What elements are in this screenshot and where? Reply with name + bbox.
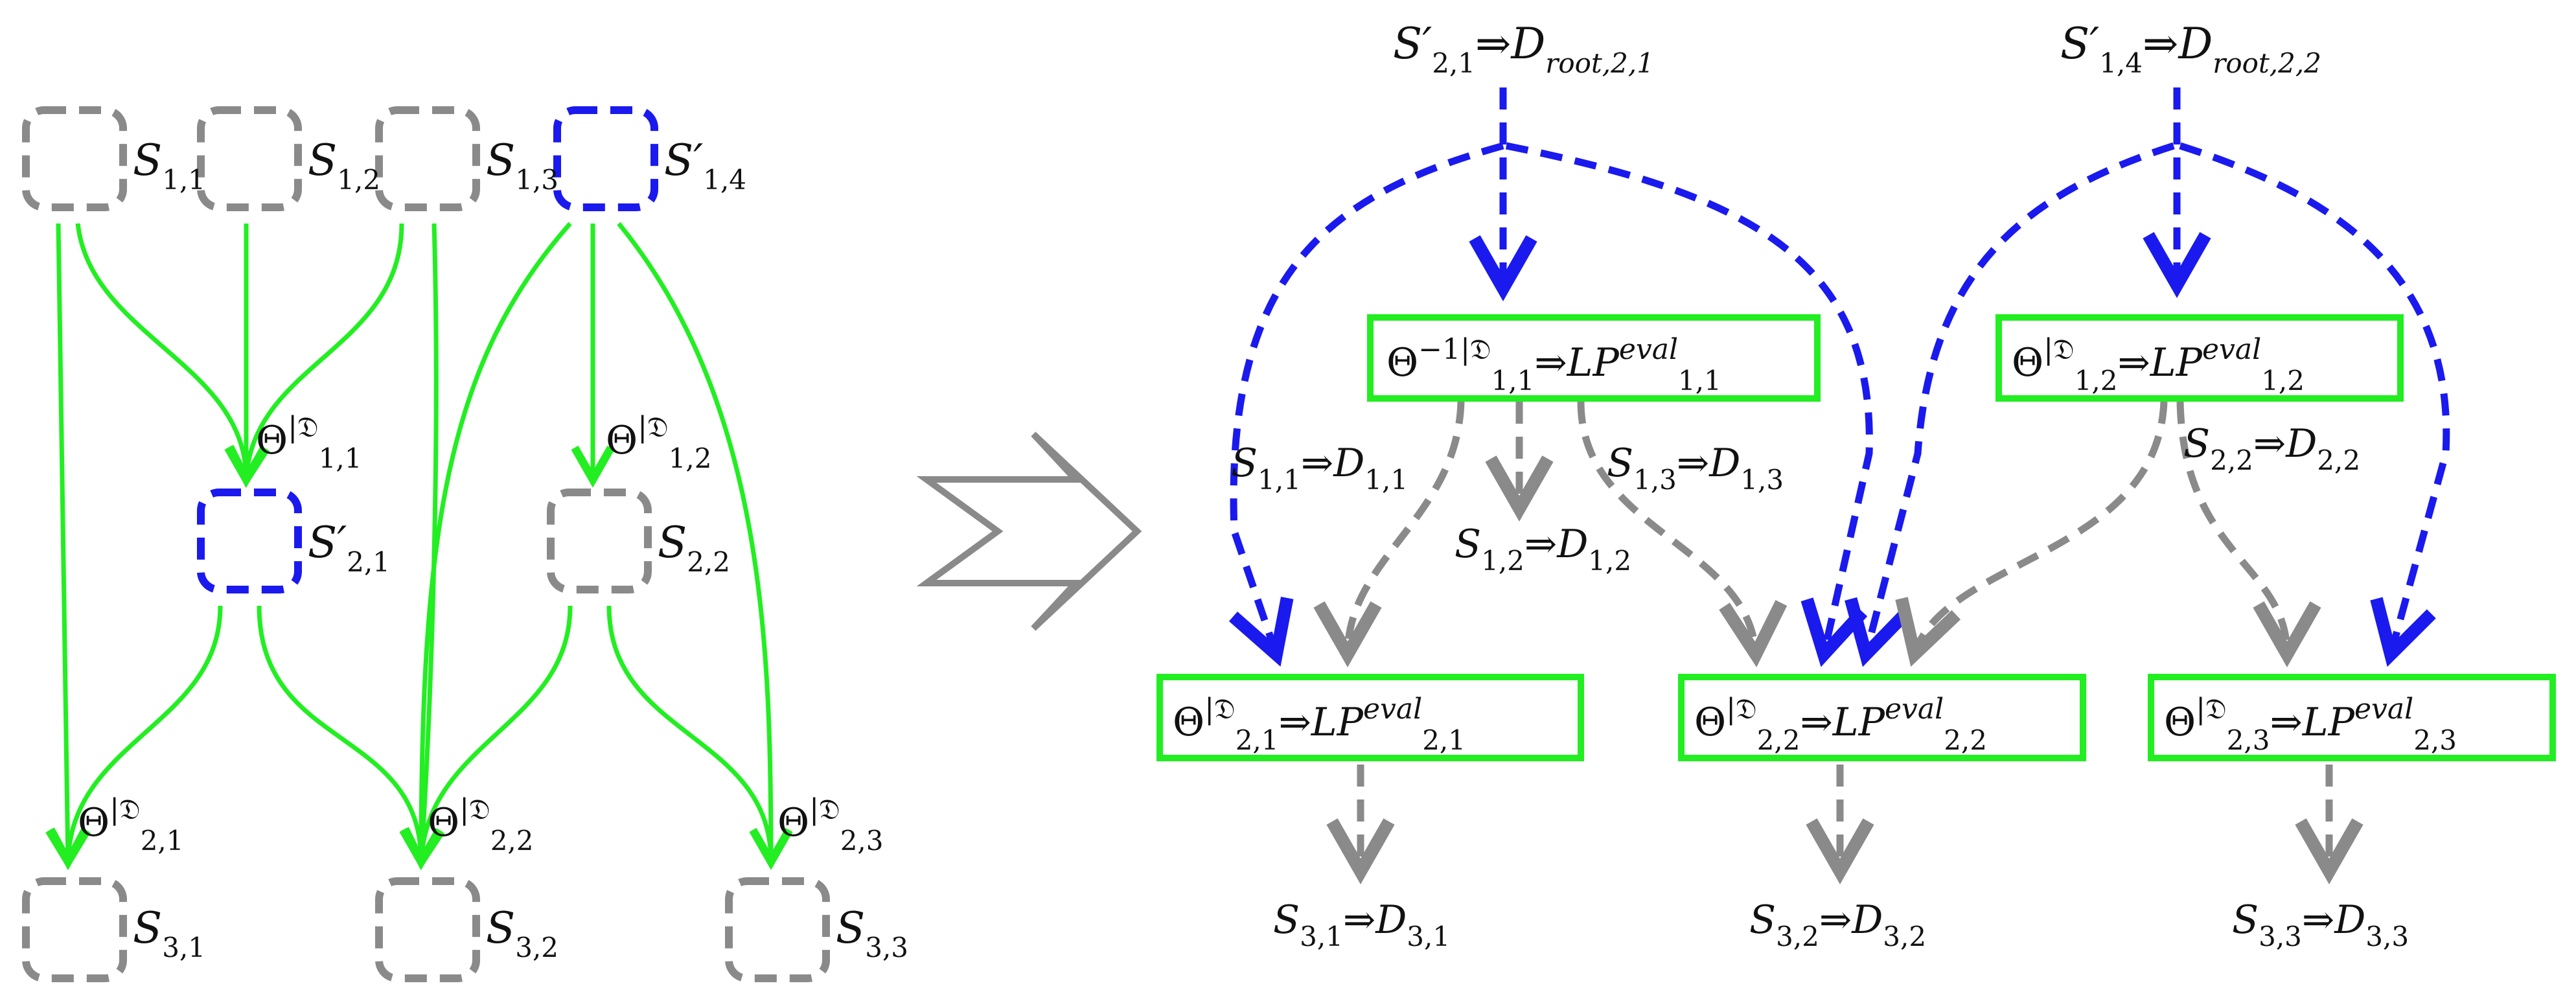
node-s12 bbox=[197, 106, 302, 211]
edge-s14-t22 bbox=[399, 222, 572, 870]
label-box-b12: Θ|𝔇1,2⇒LPeval1,2 bbox=[2012, 333, 2305, 397]
box-b23 bbox=[2148, 674, 2556, 761]
label-s14: S′1,4 bbox=[664, 135, 746, 196]
right-box-labels: Θ−1|𝔇1,1⇒LPeval1,1 Θ|𝔇1,2⇒LPeval1,2 Θ|𝔇2… bbox=[1173, 333, 2457, 756]
label-edge-e11: S1,1⇒D1,1 bbox=[1231, 441, 1408, 496]
edge-r1-b21 bbox=[1228, 142, 1504, 667]
node-s21 bbox=[197, 489, 302, 593]
edge-r1-b22 bbox=[1505, 142, 1873, 667]
right-gray-edges bbox=[1313, 401, 2363, 884]
edge-b12-b23 bbox=[2176, 401, 2321, 667]
node-s31 bbox=[22, 877, 127, 982]
left-nodes bbox=[22, 106, 830, 982]
label-leaf-l33: S3,3⇒D3,3 bbox=[2232, 897, 2409, 952]
hollow-arrow-right-icon bbox=[916, 431, 1142, 631]
label-leaf-l31: S3,1⇒D3,1 bbox=[1273, 897, 1450, 952]
left-operator-labels: Θ|𝔇1,1 Θ|𝔇1,2 Θ|𝔇2,1 Θ|𝔇2,2 Θ|𝔇2,3 bbox=[78, 411, 883, 857]
label-leaf-l32: S3,2⇒D3,2 bbox=[1749, 897, 1926, 952]
node-s13 bbox=[375, 106, 480, 211]
box-b21 bbox=[1156, 674, 1584, 761]
box-b11 bbox=[1367, 314, 1821, 402]
edge-s11-t11 bbox=[75, 223, 268, 488]
label-box-b23: Θ|𝔇2,3⇒LPeval2,3 bbox=[2164, 693, 2457, 756]
node-s14 bbox=[553, 106, 658, 211]
edge-r2-b23 bbox=[2179, 142, 2450, 667]
label-box-b11: Θ−1|𝔇1,1⇒LPeval1,1 bbox=[1386, 333, 1721, 397]
edge-s22-t22 bbox=[401, 605, 573, 870]
right-blue-edges bbox=[1228, 87, 2450, 667]
box-b22 bbox=[1678, 674, 2086, 761]
label-s11: S1,1 bbox=[133, 135, 205, 196]
left-edges bbox=[45, 222, 793, 870]
node-s11 bbox=[22, 106, 127, 211]
label-theta-23: Θ|𝔇2,3 bbox=[777, 793, 883, 857]
label-box-b21: Θ|𝔇2,1⇒LPeval2,1 bbox=[1173, 693, 1466, 756]
edge-b11-b21 bbox=[1313, 401, 1465, 667]
edge-s13-t22 bbox=[401, 223, 445, 870]
left-node-labels: S1,1 S1,2 S1,3 S′1,4 S′2,1 S2,2 S3,1 S3,… bbox=[133, 135, 908, 963]
edge-s13-t11 bbox=[226, 223, 404, 488]
label-root-r1: S′2,1⇒Droot,2,1 bbox=[1393, 19, 1654, 79]
edge-s22-t23 bbox=[606, 605, 793, 870]
label-s21: S′2,1 bbox=[308, 518, 390, 578]
edge-s11-t21 bbox=[45, 223, 89, 870]
label-theta-21: Θ|𝔇2,1 bbox=[78, 793, 183, 857]
label-s13: S1,3 bbox=[486, 135, 558, 196]
label-theta-22: Θ|𝔇2,2 bbox=[428, 793, 533, 857]
label-edge-e13: S1,3⇒D1,3 bbox=[1607, 441, 1784, 496]
label-box-b22: Θ|𝔇2,2⇒LPeval2,2 bbox=[1694, 693, 1987, 756]
right-boxes bbox=[1156, 314, 2556, 761]
node-s33 bbox=[725, 877, 830, 982]
edge-s21-t21 bbox=[47, 605, 223, 870]
right-leaf-labels: S3,1⇒D3,1 S3,2⇒D3,2 S3,3⇒D3,3 bbox=[1273, 897, 2409, 952]
label-s31: S3,1 bbox=[133, 903, 205, 963]
label-s22: S2,2 bbox=[658, 518, 730, 578]
label-theta-12: Θ|𝔇1,2 bbox=[606, 411, 711, 474]
node-s32 bbox=[375, 877, 480, 982]
label-theta-11: Θ|𝔇1,1 bbox=[256, 411, 362, 474]
box-b12 bbox=[1995, 314, 2404, 402]
right-edge-labels: S1,1⇒D1,1 S1,2⇒D1,2 S1,3⇒D1,3 S2,2⇒D2,2 bbox=[1231, 421, 2360, 577]
node-s22 bbox=[547, 489, 652, 593]
label-s12: S1,2 bbox=[308, 135, 380, 196]
edge-s21-t22 bbox=[257, 605, 443, 870]
edge-b12-b22 bbox=[1895, 401, 2168, 667]
label-s32: S3,2 bbox=[486, 903, 558, 963]
edge-r2-b22 bbox=[1845, 142, 2175, 667]
label-s33: S3,3 bbox=[836, 903, 908, 963]
label-root-r2: S′1,4⇒Droot,2,2 bbox=[2060, 19, 2321, 79]
edge-s14-t23 bbox=[617, 222, 793, 870]
right-root-labels: S′2,1⇒Droot,2,1 S′1,4⇒Droot,2,2 bbox=[1393, 19, 2321, 79]
edge-b11-b22 bbox=[1577, 401, 1788, 667]
label-edge-e12: S1,2⇒D1,2 bbox=[1455, 522, 1631, 577]
label-edge-e22: S2,2⇒D2,2 bbox=[2183, 421, 2360, 476]
